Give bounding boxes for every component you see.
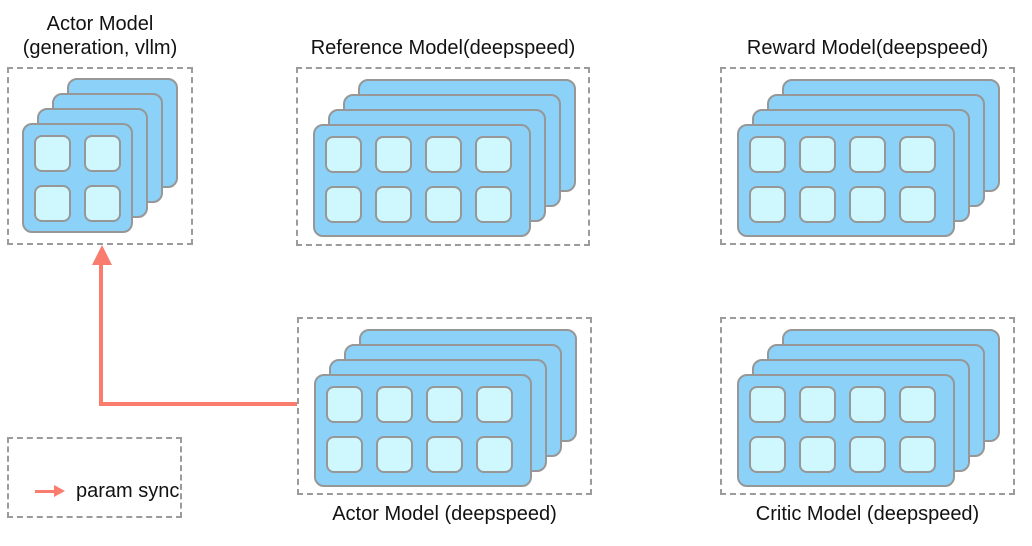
gpu-cell — [899, 436, 936, 473]
group-title-critic-model: Critic Model (deepspeed) — [756, 502, 979, 526]
gpu-cell — [749, 436, 786, 473]
group-title-line: (generation, vllm) — [22, 37, 178, 59]
gpu-cell — [849, 136, 886, 173]
critic-model-group: Critic Model (deepspeed) — [720, 317, 1015, 525]
gpu-cell — [325, 136, 362, 173]
actor-generation-group: Actor Model (generation, vllm) — [7, 13, 193, 245]
gpu-card-front — [737, 374, 955, 487]
gpu-cell — [899, 186, 936, 223]
legend-entry: param sync — [35, 480, 179, 502]
gpu-cell — [326, 436, 363, 473]
actor-training-group: Actor Model (deepspeed) — [297, 317, 592, 525]
gpu-cell — [475, 136, 512, 173]
reference-model-group: Reference Model(deepspeed) — [296, 37, 590, 246]
gpu-cell — [849, 386, 886, 423]
gpu-stack — [720, 317, 1015, 495]
gpu-cell — [325, 186, 362, 223]
gpu-stack — [297, 317, 592, 495]
gpu-card-front — [314, 374, 532, 487]
gpu-stack — [720, 67, 1015, 245]
group-title-line: Reference Model(deepspeed) — [310, 37, 576, 59]
legend-label: param sync — [76, 480, 180, 502]
gpu-cell — [375, 186, 412, 223]
gpu-card-front — [22, 123, 133, 233]
gpu-cell — [476, 386, 513, 423]
gpu-cell — [749, 136, 786, 173]
gpu-cell — [34, 185, 71, 222]
gpu-cell — [425, 136, 462, 173]
gpu-cell — [84, 135, 121, 172]
gpu-cell — [476, 436, 513, 473]
gpu-cell — [799, 136, 836, 173]
group-title-actor-generation: Actor Model (generation, vllm) — [23, 12, 178, 60]
group-title-actor-training: Actor Model (deepspeed) — [332, 502, 557, 526]
group-title-reference-model: Reference Model(deepspeed) — [311, 36, 576, 60]
gpu-cell — [799, 186, 836, 223]
group-title-line: Actor Model (deepspeed) — [332, 503, 557, 525]
gpu-stack — [7, 67, 193, 245]
param-sync-arrow-horizontal-line — [99, 402, 297, 406]
gpu-cell — [426, 386, 463, 423]
gpu-cell — [749, 186, 786, 223]
gpu-cell — [375, 136, 412, 173]
gpu-card-front — [737, 124, 955, 237]
gpu-cell — [34, 135, 71, 172]
param-sync-arrow-icon — [35, 485, 65, 497]
param-sync-arrow-vertical-line — [99, 263, 103, 406]
gpu-cell — [899, 386, 936, 423]
param-sync-arrowhead-icon — [92, 245, 112, 265]
gpu-cell — [426, 436, 463, 473]
gpu-cell — [425, 186, 462, 223]
group-title-line: Actor Model — [46, 13, 154, 35]
reward-model-group: Reward Model(deepspeed) — [720, 37, 1015, 245]
gpu-cell — [376, 436, 413, 473]
gpu-cell — [326, 386, 363, 423]
gpu-card-front — [313, 124, 531, 237]
gpu-cell — [799, 436, 836, 473]
gpu-stack — [296, 67, 590, 246]
gpu-cell — [849, 186, 886, 223]
group-title-line: Reward Model(deepspeed) — [746, 37, 989, 59]
legend-box: param sync — [7, 437, 182, 518]
gpu-cell — [799, 386, 836, 423]
group-title-reward-model: Reward Model(deepspeed) — [747, 36, 988, 60]
gpu-cell — [475, 186, 512, 223]
gpu-cell — [899, 136, 936, 173]
gpu-cell — [849, 436, 886, 473]
gpu-cell — [749, 386, 786, 423]
group-title-line: Critic Model (deepspeed) — [755, 503, 980, 525]
gpu-cell — [84, 185, 121, 222]
gpu-cell — [376, 386, 413, 423]
